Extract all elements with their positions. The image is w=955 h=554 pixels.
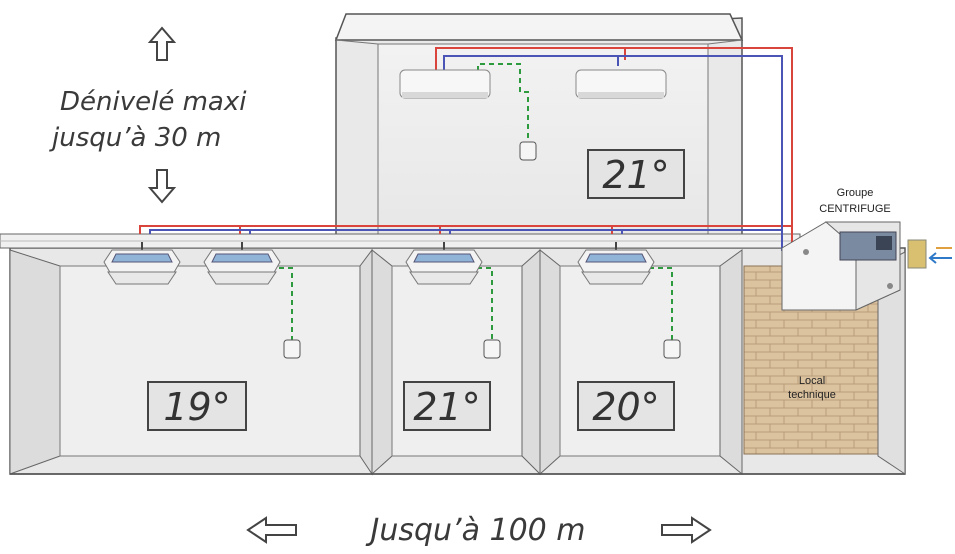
local-label-line1: Local: [799, 375, 825, 387]
groupe-centrifuge-unit: [781, 221, 952, 311]
upper-room: [334, 13, 744, 257]
groupe-label-line2: CENTRIFUGE: [819, 203, 891, 215]
wall-unit-right: [575, 69, 667, 99]
refrigerant-piping: [139, 47, 800, 251]
temp-room-right: 20°: [592, 385, 659, 429]
cassette-units: [103, 242, 655, 285]
cassette-unit: [405, 242, 483, 285]
left-arrow-icon: [246, 516, 297, 544]
temp-panel-left: 19°: [147, 381, 247, 431]
temp-panel-right: 20°: [577, 381, 675, 431]
cassette-unit: [203, 242, 281, 285]
temp-panel-upper: 21°: [587, 149, 685, 199]
up-arrow-icon: [147, 26, 177, 61]
thermostat-room-right: [663, 339, 681, 359]
wall-unit-left: [399, 69, 491, 99]
down-arrow-icon: [147, 169, 177, 204]
thermostat-room-middle: [483, 339, 501, 359]
temp-upper: 21°: [602, 153, 669, 197]
temp-panel-middle: 21°: [403, 381, 491, 431]
local-label-line2: technique: [788, 389, 836, 401]
length-label: Jusqu’à 100 m: [365, 513, 585, 548]
cassette-unit: [577, 242, 655, 285]
temp-room-left: 19°: [163, 385, 230, 429]
height-label-line1: Dénivelé maxi: [60, 87, 247, 117]
thermostat-upper: [519, 141, 537, 161]
groupe-label-line1: Groupe: [837, 187, 874, 199]
thermostat-room-left: [283, 339, 301, 359]
temp-room-middle: 21°: [413, 385, 480, 429]
cassette-unit: [103, 242, 181, 285]
height-label-line2: jusqu’à 30 m: [49, 123, 221, 153]
ceiling-beam: [0, 233, 801, 249]
right-arrow-icon: [661, 516, 712, 544]
